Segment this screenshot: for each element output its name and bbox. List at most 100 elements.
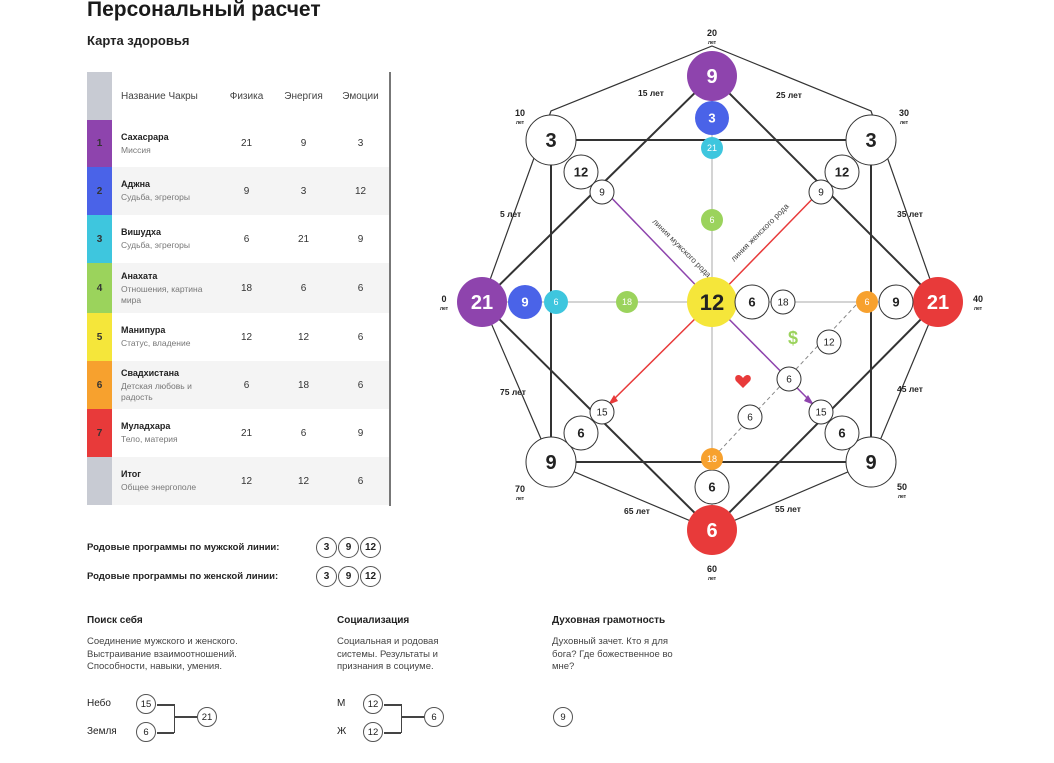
chakra-number: 3 — [87, 215, 112, 263]
age-50-unit: лет — [898, 494, 907, 500]
emotions-value: 12 — [354, 185, 367, 197]
age-10-unit: лет — [516, 120, 525, 126]
page-subtitle: Карта здоровья — [87, 33, 190, 48]
header-phys: Физика — [229, 90, 264, 102]
bracket-line — [402, 716, 424, 718]
node-tr-big-value: 3 — [865, 130, 876, 152]
self-sum-value: 21 — [197, 707, 217, 727]
emotions-value: 3 — [357, 138, 364, 149]
age-5: 5 лет — [500, 209, 521, 219]
chakra-number: 6 — [87, 361, 112, 409]
age-55: 55 лет — [775, 504, 801, 514]
node-left-4: 18 — [616, 291, 638, 313]
age-35: 35 лет — [897, 209, 923, 219]
age-20-unit: лет — [708, 40, 717, 46]
section-social: Социализация Социальная и родовая систем… — [337, 615, 467, 674]
bracket — [174, 704, 175, 733]
node-bl-big-value: 9 — [545, 452, 556, 474]
emotions-value: 6 — [357, 379, 364, 391]
section-spirit-title: Духовная грамотность — [552, 615, 666, 626]
chakra-name: Муладхара — [121, 421, 171, 431]
node-left: 21 — [457, 277, 507, 327]
node-bottom-2-value: 6 — [708, 480, 715, 495]
energy-value: 18 — [297, 379, 310, 391]
node-right-3: 6 — [856, 291, 878, 313]
zh-value: 12 — [363, 722, 383, 742]
energy-value: 21 — [297, 233, 310, 245]
age-60: 60 — [707, 564, 717, 574]
age-50: 50 — [897, 482, 907, 492]
node-bottom-value: 6 — [706, 520, 717, 542]
node-tl-big-circle — [525, 114, 577, 166]
node-right-inner-2-circle — [770, 289, 796, 315]
energy-value: 12 — [297, 331, 310, 343]
emotions-value: 6 — [357, 331, 364, 343]
node-inner-3-circle — [737, 404, 763, 430]
chakra-name: Вишудха — [121, 227, 162, 237]
node-left-4-value: 18 — [622, 297, 632, 307]
age-45: 45 лет — [897, 384, 923, 394]
header-emotions: Эмоции — [342, 90, 379, 102]
age-0: 0 — [441, 294, 446, 304]
node-inner-3: 6 — [737, 404, 763, 430]
node-top-2-value: 3 — [708, 111, 715, 126]
node-left-2: 9 — [508, 285, 542, 319]
phys-value: 12 — [240, 475, 253, 487]
node-bl-small-circle — [589, 399, 615, 425]
chakra-number: 5 — [87, 313, 112, 361]
node-top-4-circle — [701, 209, 723, 231]
section-social-title: Социализация — [337, 615, 410, 626]
node-center-value: 12 — [700, 290, 724, 315]
node-right-2-circle — [878, 284, 914, 320]
age-10: 10 — [515, 108, 525, 118]
female-programs: Родовые программы по женской линии: 3 9 … — [87, 566, 381, 587]
section-spirit-text: Духовный зачет. Кто я для бога? Где боже… — [552, 636, 673, 672]
emotions-value: 9 — [357, 233, 364, 245]
node-left-2-value: 9 — [521, 295, 528, 310]
node-tr-mid-circle — [824, 154, 860, 190]
age-40: 40 — [973, 294, 983, 304]
node-tl-big-value: 3 — [545, 130, 556, 152]
node-right-3-circle — [856, 291, 878, 313]
node-top-3: 21 — [701, 137, 723, 159]
node-center-circle — [687, 277, 737, 327]
node-bl-mid-circle — [563, 415, 599, 451]
node-tr-big: 3 — [845, 114, 897, 166]
chakra-number: 1 — [87, 120, 112, 167]
bracket — [401, 704, 402, 733]
chakra-name: Анахата — [121, 270, 158, 281]
phys-value: 9 — [243, 185, 250, 197]
chakra-number: 2 — [87, 167, 112, 215]
node-bottom: 6 — [687, 505, 737, 555]
age-70-unit: лет — [516, 496, 525, 502]
age-30-unit: лет — [900, 120, 909, 126]
node-right-inner: 6 — [734, 284, 770, 320]
phys-value: 21 — [240, 138, 253, 149]
node-right-inner-circle — [734, 284, 770, 320]
female-program-3: 12 — [360, 566, 381, 587]
node-tl-mid-value: 12 — [574, 165, 588, 180]
bracket-line — [157, 732, 174, 734]
energy-value: 6 — [300, 282, 307, 294]
phys-value: 12 — [240, 331, 253, 343]
phys-value: 21 — [240, 427, 253, 439]
node-top-2-circle — [695, 101, 729, 135]
node-tr-small: 9 — [808, 179, 834, 205]
node-top: 9 — [687, 51, 737, 101]
node-top-3-circle — [701, 137, 723, 159]
arrow-head — [804, 395, 814, 405]
node-br-small-circle — [808, 399, 834, 425]
node-inner-3-value: 6 — [747, 413, 753, 424]
dollar-icon: $ — [788, 328, 798, 348]
page-title: Персональный расчет — [87, 0, 321, 21]
node-bottom-3-circle — [701, 448, 723, 470]
